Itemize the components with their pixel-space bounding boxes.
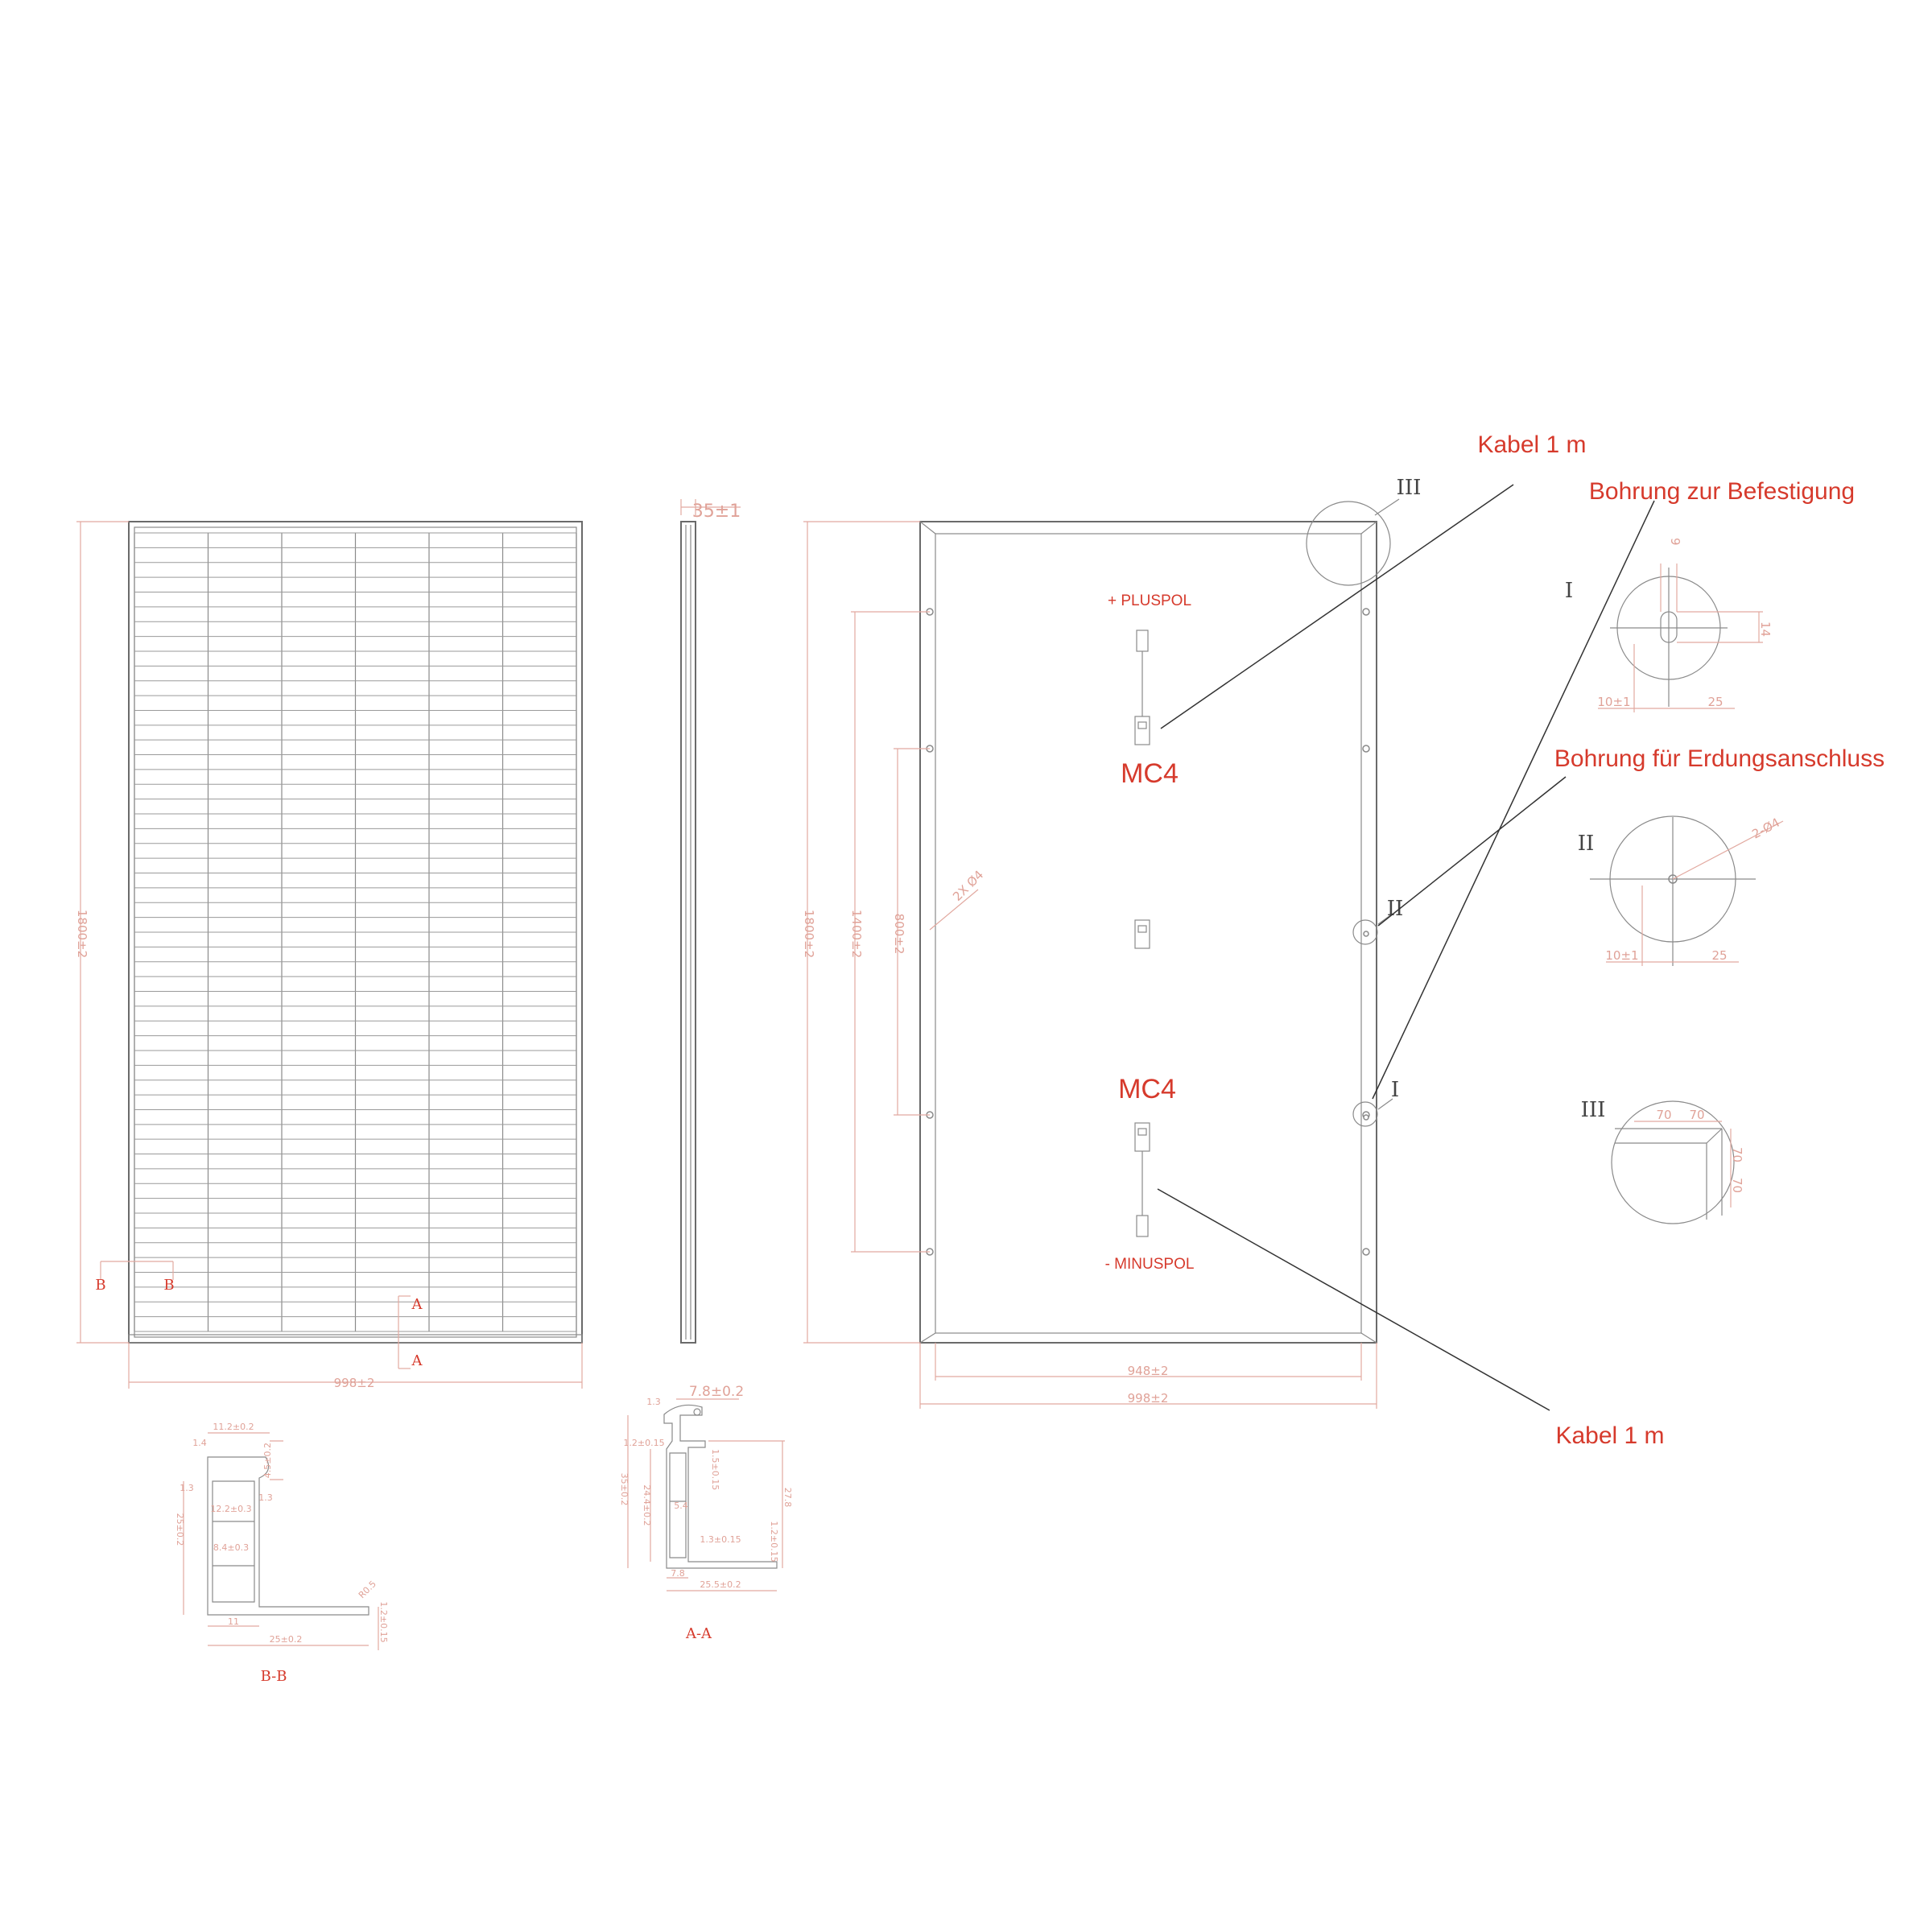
back-height-label: 1800±2 bbox=[802, 910, 816, 958]
det3-top-b-label: 70 bbox=[1689, 1108, 1704, 1122]
bb-e-label: 8.4±0.3 bbox=[213, 1542, 249, 1553]
section-bb-title: B-B bbox=[261, 1668, 287, 1685]
mount-hole bbox=[1362, 608, 1370, 616]
bb-d-label: 12.2±0.3 bbox=[210, 1504, 251, 1514]
back-frame-outer bbox=[919, 521, 1377, 1344]
side-view: 35±1 bbox=[680, 499, 741, 1344]
detail-ii: II 2-Ø4 10±1 25 bbox=[1578, 815, 1784, 966]
bb-flange-label: 25±0.2 bbox=[270, 1634, 303, 1645]
front-height-label: 1800±2 bbox=[75, 910, 89, 958]
ground-hole bbox=[1363, 931, 1369, 937]
detail-circle-iii bbox=[1306, 501, 1391, 586]
bb-thick-label: 1.2±0.15 bbox=[378, 1601, 389, 1642]
back-inner-width-label: 948±2 bbox=[1128, 1364, 1169, 1378]
back-frame-inner bbox=[935, 533, 1362, 1334]
section-mark-a-top: A bbox=[411, 1296, 423, 1313]
det1-left-label: 10±1 bbox=[1597, 695, 1630, 709]
front-bottom-rail bbox=[128, 1334, 583, 1344]
junction-box-middle bbox=[1134, 919, 1150, 949]
section-mark-b-left: B bbox=[95, 1277, 105, 1294]
back-mount-spacing-label: 1400±2 bbox=[849, 910, 864, 958]
bb-top-label: 11.2±0.2 bbox=[213, 1422, 254, 1432]
junction-box-bottom bbox=[1134, 1122, 1150, 1237]
section-mark-b-right: B bbox=[163, 1277, 174, 1294]
bb-height-label: 25±0.2 bbox=[175, 1513, 185, 1546]
det2-right-label: 25 bbox=[1711, 948, 1727, 963]
detail-mark-iii: III bbox=[1581, 1098, 1606, 1122]
back-dimensions: 1800±2 1400±2 800±2 2X Ø4 948±2 998±2 bbox=[802, 521, 1377, 1409]
det1-right-bottom-label: 25 bbox=[1707, 695, 1723, 709]
back-outer-width-label: 998±2 bbox=[1128, 1391, 1169, 1406]
detail-mark-i-back: I bbox=[1391, 1078, 1399, 1102]
minus-pole-label: - MINUSPOL bbox=[1105, 1256, 1195, 1273]
callout-cable-top: Kabel 1 m bbox=[1477, 431, 1586, 458]
mount-hole bbox=[1362, 1248, 1370, 1256]
det1-right-label: 14 bbox=[1758, 621, 1773, 637]
aa-base-label: 7.8 bbox=[671, 1568, 685, 1579]
back-inner-spacing-label: 800±2 bbox=[892, 914, 906, 955]
callout-mount-hole: Bohrung zur Befestigung bbox=[1589, 478, 1855, 505]
bb-lip-label: 4.5±0.2 bbox=[262, 1443, 273, 1478]
detail-i: I 9 14 10±1 25 bbox=[1565, 538, 1773, 712]
bb-radius-label: R0.5 bbox=[357, 1579, 378, 1600]
callout-cable-bottom: Kabel 1 m bbox=[1555, 1422, 1664, 1449]
detail-mark-i: I bbox=[1565, 579, 1573, 603]
aa-inner-label: 24.4±0.2 bbox=[642, 1484, 652, 1525]
aa-top-label: 7.8±0.2 bbox=[689, 1384, 744, 1400]
side-thickness-label: 35±1 bbox=[692, 502, 741, 522]
det2-hole-label: 2-Ø4 bbox=[1749, 815, 1782, 842]
back-view: + PLUSPOL MC4 MC4 - MINUSPOL bbox=[919, 521, 1377, 1344]
aa-a-label: 1.2±0.15 bbox=[623, 1438, 664, 1448]
aa-lip-label: 1.3 bbox=[646, 1397, 661, 1407]
aa-e-label: 27.8 bbox=[782, 1488, 793, 1508]
det3-side-a-label: 70 bbox=[1730, 1147, 1744, 1162]
front-dimensions: 1800±2 998±2 B B A A bbox=[75, 521, 583, 1390]
ground-hole bbox=[1363, 1114, 1369, 1121]
cell-grid bbox=[134, 532, 577, 1332]
callout-leaders bbox=[1157, 484, 1655, 1411]
bb-b-label: 1.3 bbox=[180, 1483, 194, 1493]
det2-left-label: 10±1 bbox=[1605, 948, 1638, 963]
junction-box-top bbox=[1134, 630, 1150, 745]
aa-c-label: 5.4 bbox=[674, 1501, 688, 1511]
det3-side-b-label: 70 bbox=[1730, 1178, 1744, 1193]
detail-iii: III 70 70 70 70 bbox=[1581, 1098, 1744, 1224]
plus-pole-label: + PLUSPOL bbox=[1108, 592, 1191, 609]
mc4-top-label: MC4 bbox=[1121, 758, 1179, 789]
det1-top-label: 9 bbox=[1668, 538, 1682, 546]
detail-mark-iii-back: III bbox=[1397, 476, 1422, 500]
detail-circle-ii bbox=[1352, 919, 1378, 945]
section-mark-a-bottom: A bbox=[411, 1352, 423, 1369]
back-holes-label: 2X Ø4 bbox=[950, 868, 986, 904]
front-view bbox=[128, 521, 583, 1344]
aa-f-label: 1.2±0.15 bbox=[769, 1521, 779, 1562]
mc4-bottom-label: MC4 bbox=[1118, 1074, 1176, 1104]
bb-c-label: 1.3 bbox=[258, 1492, 273, 1503]
aa-b-label: 1.5±0.15 bbox=[710, 1449, 720, 1490]
section-aa-title: A-A bbox=[685, 1625, 712, 1642]
detail-mark-ii: II bbox=[1578, 832, 1595, 856]
mount-hole bbox=[1362, 745, 1370, 753]
aa-flange-label: 25.5±0.2 bbox=[700, 1579, 741, 1590]
bb-a-label: 1.4 bbox=[192, 1438, 207, 1448]
callout-ground-hole: Bohrung für Erdungsanschluss bbox=[1554, 745, 1885, 772]
detail-circle-i bbox=[1352, 1101, 1378, 1127]
aa-d-label: 1.3±0.15 bbox=[700, 1534, 741, 1545]
section-bb: 11.2±0.2 4.5±0.2 1.4 1.3 1.3 12.2±0.3 8.… bbox=[175, 1422, 389, 1685]
det3-top-a-label: 70 bbox=[1656, 1108, 1671, 1122]
bb-base-left-label: 11 bbox=[228, 1616, 239, 1627]
aa-height-label: 35±0.2 bbox=[619, 1473, 630, 1506]
front-width-label: 998±2 bbox=[334, 1376, 375, 1390]
section-aa: 7.8±0.2 1.3 1.2±0.15 1.5±0.15 35±0.2 24.… bbox=[619, 1384, 793, 1642]
